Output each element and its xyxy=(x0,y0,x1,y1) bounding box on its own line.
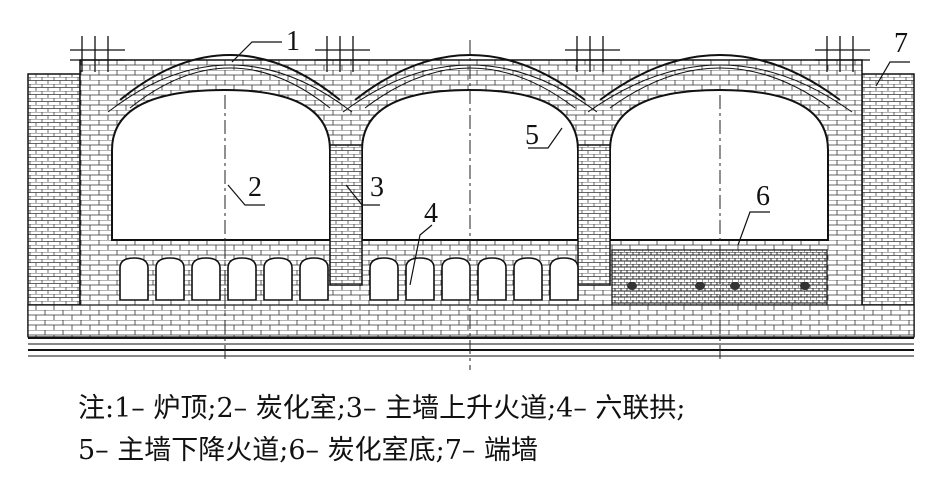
end-wall-right xyxy=(861,73,915,337)
floor-holes xyxy=(627,282,810,290)
label-6: 6 xyxy=(756,181,770,212)
label-1: 1 xyxy=(286,26,300,57)
label-4: 4 xyxy=(424,198,438,229)
caption-line-1: 注:1– 炉顶;2– 炭化室;3– 主墙上升火道;4– 六联拱; xyxy=(78,393,686,424)
caption-line-2: 5– 主墙下降火道;6– 炭化室底;7– 端墙 xyxy=(78,435,538,466)
base-layers xyxy=(27,304,915,357)
coke-oven-cross-section-diagram: 1 2 3 4 5 6 7 xyxy=(27,26,915,370)
label-3: 3 xyxy=(370,172,384,203)
centre-lines xyxy=(224,40,721,370)
six-linked-arches xyxy=(119,257,579,301)
end-wall-left xyxy=(27,73,81,337)
label-7: 7 xyxy=(894,28,908,59)
label-5: 5 xyxy=(525,120,539,151)
top-flues xyxy=(70,36,870,72)
leader-lines xyxy=(227,41,910,286)
main-walls xyxy=(329,144,611,286)
label-2: 2 xyxy=(248,172,262,203)
